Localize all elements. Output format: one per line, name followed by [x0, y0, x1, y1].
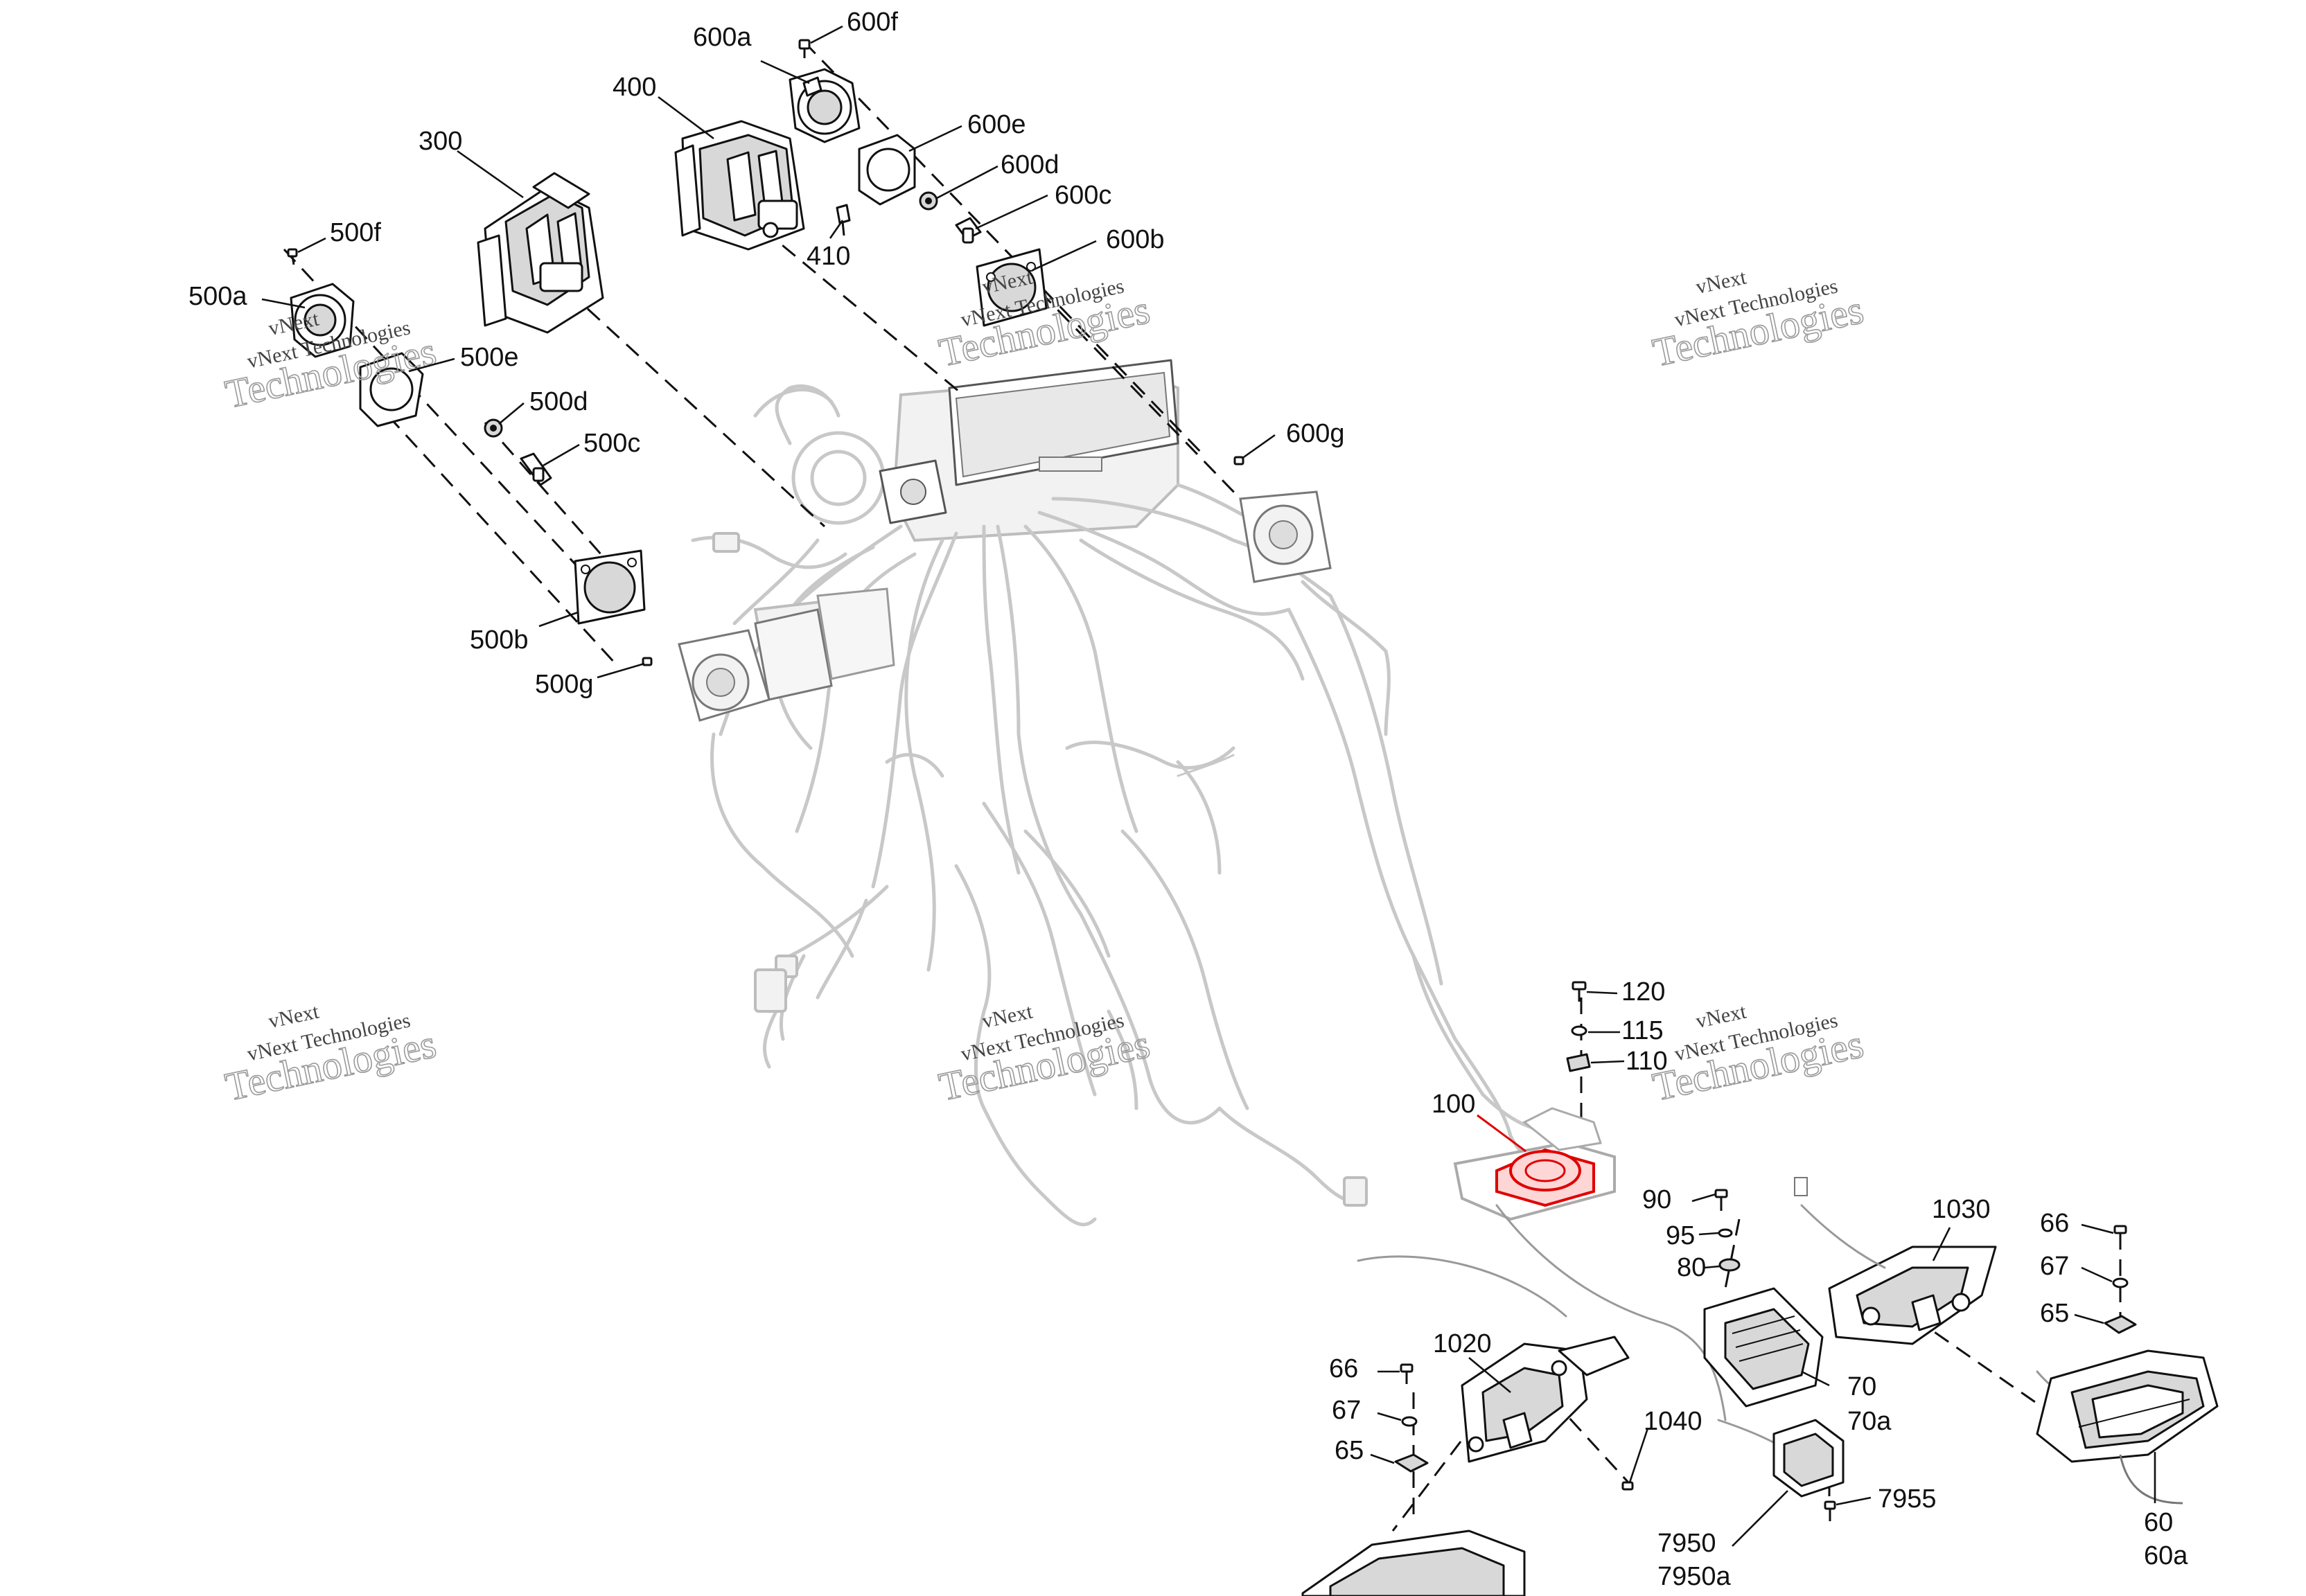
svg-text:vNext: vNext	[267, 1000, 322, 1033]
callout-65-right: 65	[2040, 1299, 2069, 1328]
callout-80: 80	[1677, 1253, 1706, 1282]
part-500g-screw	[642, 657, 653, 666]
part-95-washer	[1718, 1228, 1733, 1238]
callout-95: 95	[1666, 1221, 1695, 1250]
callout-70a: 70a	[1847, 1407, 1892, 1436]
part-65-left-nut	[1394, 1453, 1429, 1473]
watermark-mid-left: vNext vNext Technologies Technologies	[221, 1000, 441, 1110]
callout-70: 70	[1847, 1372, 1876, 1401]
part-600a-throttle	[789, 68, 861, 143]
svg-text:vNext: vNext	[1694, 1000, 1749, 1033]
part-67-left-washer	[1401, 1416, 1418, 1427]
callout-300: 300	[419, 127, 462, 156]
part-60-headlight	[2036, 1349, 2219, 1505]
callout-7950: 7950	[1657, 1529, 1716, 1558]
callout-7950a: 7950a	[1657, 1562, 1732, 1591]
callout-110: 110	[1626, 1047, 1668, 1076]
callout-67-right: 67	[2040, 1252, 2069, 1281]
part-70-module	[1703, 1287, 1824, 1408]
callout-500d: 500d	[529, 387, 588, 416]
callout-500e: 500e	[460, 343, 519, 372]
callout-66-left: 66	[1329, 1354, 1358, 1383]
part-600f-screw	[798, 39, 811, 58]
background-throttle-500	[678, 587, 895, 722]
part-lower-headlight	[1301, 1530, 1526, 1596]
part-7950-module	[1772, 1419, 1845, 1498]
callout-500f: 500f	[330, 218, 381, 247]
part-600b-gasket	[976, 248, 1048, 327]
callout-120: 120	[1621, 977, 1665, 1007]
part-110-clip	[1566, 1053, 1591, 1072]
part-500c-sensor	[520, 452, 552, 486]
callout-65-left: 65	[1335, 1436, 1364, 1465]
part-100-highlighted	[1453, 1107, 1616, 1221]
callout-500c: 500c	[583, 429, 640, 458]
callout-600d: 600d	[1001, 150, 1059, 179]
callout-1040: 1040	[1644, 1407, 1702, 1436]
part-66-right-screw	[2113, 1225, 2127, 1245]
callout-90: 90	[1642, 1185, 1671, 1214]
callout-115: 115	[1621, 1016, 1664, 1045]
callout-400: 400	[613, 73, 656, 102]
callout-1020: 1020	[1433, 1329, 1492, 1358]
part-66-left-screw	[1400, 1363, 1414, 1384]
watermark-mid-right: vNext vNext Technologies Technologies	[1648, 1000, 1868, 1110]
part-120-screw	[1572, 981, 1587, 1002]
callout-500g: 500g	[535, 670, 594, 699]
callout-60a: 60a	[2144, 1541, 2188, 1570]
background-throttle-600	[1239, 490, 1332, 583]
callout-500a: 500a	[188, 282, 247, 311]
part-1040-screw	[1621, 1481, 1634, 1491]
part-600e-gasket	[858, 134, 916, 206]
svg-text:vNext: vNext	[980, 1000, 1035, 1033]
part-600d-nut	[919, 191, 938, 211]
part-90-screw	[1714, 1189, 1728, 1211]
callout-66-right: 66	[2040, 1209, 2069, 1238]
svg-text:vNext: vNext	[1694, 265, 1749, 299]
callout-600c: 600c	[1055, 181, 1111, 210]
callout-600e: 600e	[967, 110, 1026, 139]
part-500a-throttle	[290, 283, 355, 358]
part-80-grommet	[1718, 1258, 1741, 1272]
part-600c-sensor	[955, 217, 982, 244]
leader-lines	[261, 25, 2156, 1547]
callout-labels: 600a 600f 400 600e 600d 600c 300 600b 50…	[188, 8, 2188, 1591]
part-600g-screw	[1233, 456, 1244, 466]
part-410-screw	[836, 204, 851, 236]
callout-7955: 7955	[1878, 1484, 1937, 1514]
callout-410: 410	[807, 242, 850, 271]
part-500b-gasket	[574, 549, 646, 625]
part-400-throttle-body	[674, 120, 805, 251]
part-115-washer	[1571, 1025, 1587, 1036]
callout-600b: 600b	[1106, 225, 1165, 254]
callout-1030: 1030	[1932, 1195, 1991, 1224]
callout-600g: 600g	[1286, 419, 1345, 448]
callout-67-left: 67	[1332, 1396, 1361, 1425]
callout-100: 100	[1432, 1090, 1475, 1119]
callout-60: 60	[2144, 1508, 2173, 1537]
instrument-display	[879, 359, 1179, 524]
callout-500b: 500b	[470, 626, 529, 655]
part-500f-screw	[287, 248, 298, 265]
part-1030-bracket	[1828, 1245, 1997, 1345]
callout-600f: 600f	[847, 8, 898, 37]
part-500d-nut	[484, 418, 503, 438]
part-7955-screw	[1824, 1500, 1836, 1521]
part-300-throttle-body	[477, 172, 604, 334]
watermark-top-right: vNext vNext Technologies Technologies	[1648, 265, 1868, 375]
callout-600a: 600a	[693, 23, 752, 52]
part-65-right-nut	[2104, 1315, 2137, 1334]
part-67-right-washer	[2112, 1277, 2129, 1288]
part-500e-gasket	[359, 352, 424, 427]
